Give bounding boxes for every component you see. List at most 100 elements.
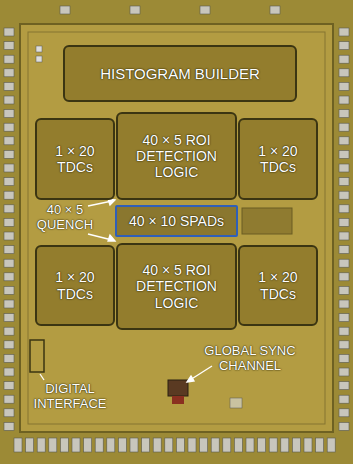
bond-pad xyxy=(26,438,34,452)
bond-pad xyxy=(304,438,312,452)
bond-pad xyxy=(339,123,349,131)
bond-pad xyxy=(339,259,349,267)
bond-pad xyxy=(339,395,349,403)
bond-pad xyxy=(246,438,254,452)
bond-pad xyxy=(223,438,231,452)
bond-pad xyxy=(339,96,349,104)
bond-pad xyxy=(339,382,349,390)
bond-pad xyxy=(339,246,349,254)
leader-line xyxy=(190,366,212,380)
bond-pad xyxy=(4,28,14,36)
bond-pad xyxy=(14,438,22,452)
bond-pad xyxy=(4,395,14,403)
bond-pad xyxy=(339,314,349,322)
bond-pad xyxy=(339,368,349,376)
bond-pad xyxy=(339,273,349,281)
bond-pad xyxy=(4,341,14,349)
circuit-block: 40 × 5 ROI DETECTION LOGIC xyxy=(116,112,237,200)
leader-head xyxy=(108,235,115,241)
bond-pad xyxy=(234,438,242,452)
block-label: 1 × 20 TDCs xyxy=(45,269,105,301)
bond-pad xyxy=(4,422,14,430)
bond-pad xyxy=(339,205,349,213)
circuit-block: 1 × 20 TDCs xyxy=(35,245,115,326)
block-label: 1 × 20 TDCs xyxy=(248,143,308,175)
digital-interface-block xyxy=(30,340,44,372)
bond-pad xyxy=(4,368,14,376)
bond-pad xyxy=(327,438,335,452)
bond-pad xyxy=(4,164,14,172)
bond-pad xyxy=(4,110,14,118)
bond-pad xyxy=(4,259,14,267)
bond-pad xyxy=(339,232,349,240)
bond-pad xyxy=(84,438,92,452)
bond-pad xyxy=(339,150,349,158)
bond-pad xyxy=(339,300,349,308)
circuit-block: 1 × 20 TDCs xyxy=(35,118,115,200)
bond-pad xyxy=(200,438,208,452)
bond-pad xyxy=(4,137,14,145)
bond-pad xyxy=(72,438,80,452)
callout-label: DIGITAL INTERFACE xyxy=(30,382,110,412)
bond-pad xyxy=(4,218,14,226)
bond-pad xyxy=(339,409,349,417)
bond-pad xyxy=(339,422,349,430)
circuit-block: HISTOGRAM BUILDER xyxy=(63,45,297,102)
alignment-mark xyxy=(36,56,42,62)
bond-pad xyxy=(270,6,280,14)
bond-pad xyxy=(130,6,140,14)
test-structure xyxy=(230,398,242,408)
bond-pad xyxy=(269,438,277,452)
bond-pad xyxy=(211,438,219,452)
bond-pad xyxy=(4,273,14,281)
bond-pad xyxy=(4,300,14,308)
core-area xyxy=(20,24,333,432)
bond-pad xyxy=(339,178,349,186)
bond-pad xyxy=(4,69,14,77)
callout-label: GLOBAL SYNC CHANNEL xyxy=(200,344,300,374)
bond-pad xyxy=(4,205,14,213)
bond-pad xyxy=(339,341,349,349)
pad-ring xyxy=(4,6,349,452)
bond-pad xyxy=(200,6,210,14)
bond-pad xyxy=(60,438,68,452)
bond-pad xyxy=(316,438,324,452)
block-label: HISTOGRAM BUILDER xyxy=(100,65,260,82)
block-label: 40 × 10 SPADs xyxy=(129,213,224,229)
bond-pad xyxy=(60,6,70,14)
bond-pad xyxy=(4,191,14,199)
guard-ring xyxy=(28,32,325,424)
bond-pad xyxy=(4,150,14,158)
bond-pad xyxy=(4,314,14,322)
bond-pad xyxy=(4,286,14,294)
circuit-block: 40 × 5 ROI DETECTION LOGIC xyxy=(116,243,237,330)
bond-pad xyxy=(37,438,45,452)
block-label: 1 × 20 TDCs xyxy=(248,269,308,301)
bond-pad xyxy=(339,191,349,199)
bond-pad xyxy=(4,246,14,254)
bond-pad xyxy=(4,96,14,104)
spad-array-block: 40 × 10 SPADs xyxy=(115,205,238,237)
bond-pad xyxy=(4,82,14,90)
bond-pad xyxy=(339,137,349,145)
bond-pad xyxy=(165,438,173,452)
callout-label: 40 × 5 QUENCH xyxy=(34,203,96,233)
block-label: 1 × 20 TDCs xyxy=(45,143,105,175)
bond-pad xyxy=(339,110,349,118)
leader-head xyxy=(187,376,194,382)
bond-pad xyxy=(339,327,349,335)
bond-pad xyxy=(4,123,14,131)
bond-pad xyxy=(4,327,14,335)
bond-pad xyxy=(176,438,184,452)
bond-pad xyxy=(339,82,349,90)
bond-pad xyxy=(339,354,349,362)
bond-pad xyxy=(339,164,349,172)
bond-pad xyxy=(339,55,349,63)
leader-line xyxy=(40,374,44,380)
bond-pad xyxy=(4,409,14,417)
bond-pad xyxy=(292,438,300,452)
bond-pad xyxy=(188,438,196,452)
sync-channel-part xyxy=(172,396,184,404)
